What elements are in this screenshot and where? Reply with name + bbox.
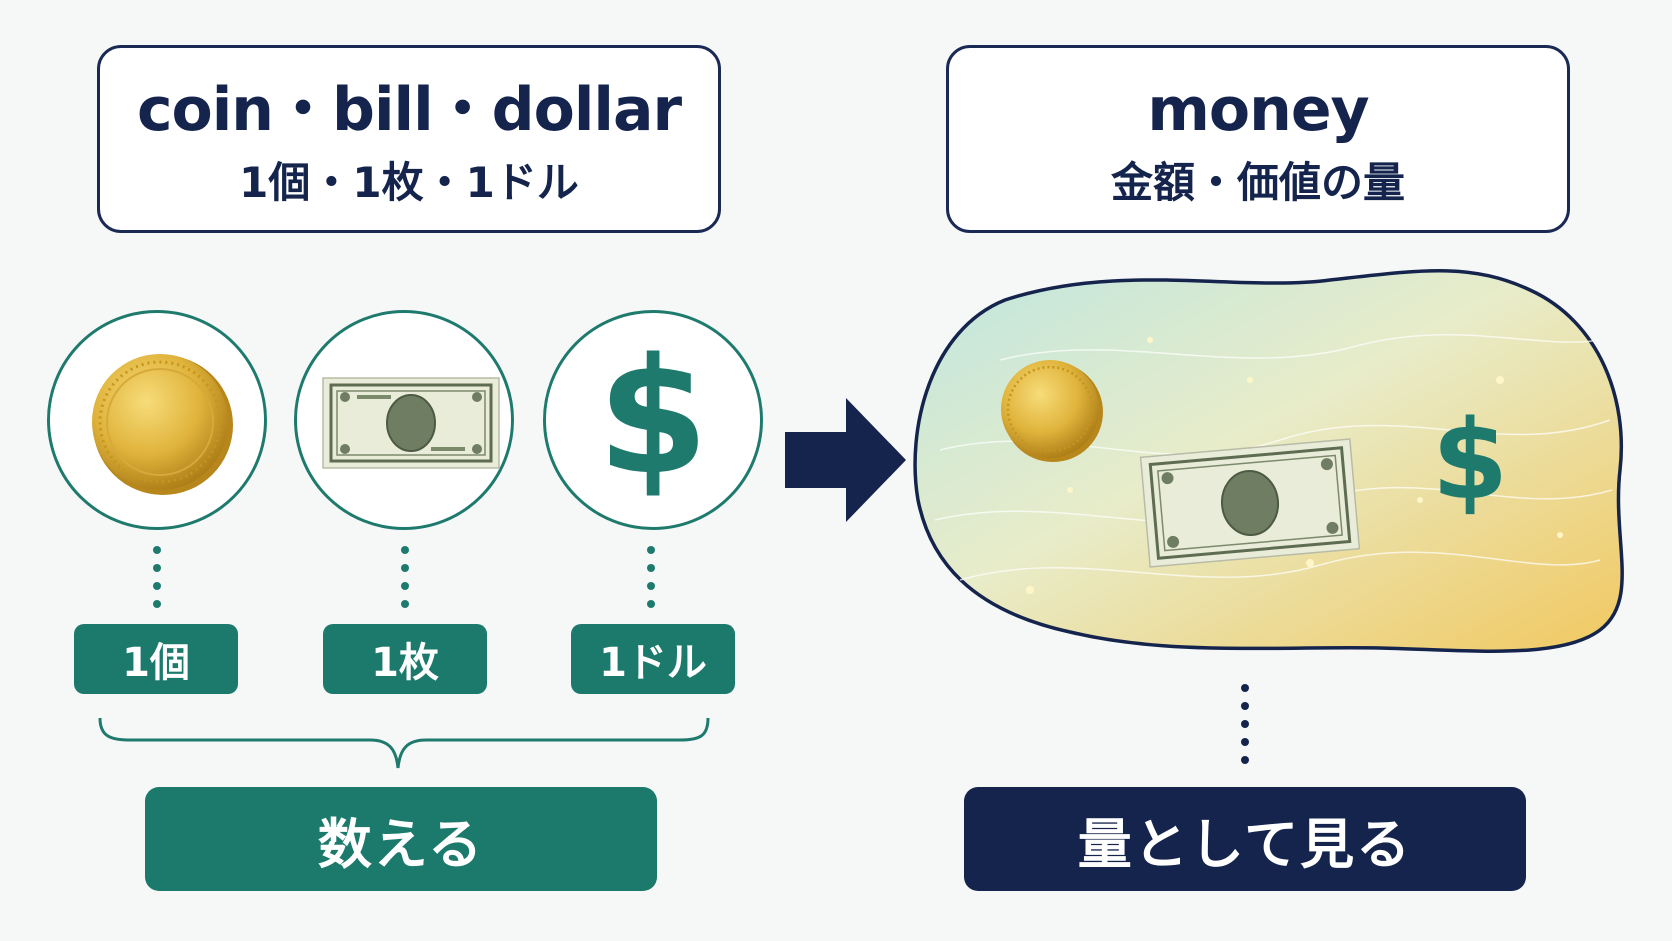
coin-icon	[92, 354, 233, 495]
chip-bill-count: 1枚	[323, 624, 487, 694]
left-title-box: coin・bill・dollar 1個・1枚・1ドル	[97, 45, 721, 233]
blob-coin-icon	[1001, 360, 1103, 462]
bill-icon	[322, 377, 500, 469]
blob-dotted-connector	[1241, 684, 1249, 764]
dollar-icon: $	[597, 323, 709, 510]
chip-dollar-count: 1ドル	[571, 624, 735, 694]
coin-circle	[47, 310, 267, 530]
count-label: 数える	[145, 787, 657, 891]
left-title-en: coin・bill・dollar	[136, 75, 682, 145]
blob-bill-icon	[1139, 438, 1361, 568]
left-title-jp: 1個・1枚・1ドル	[239, 158, 579, 207]
quantity-label: 量として見る	[964, 787, 1526, 891]
blob-dollar-icon: $	[1431, 396, 1509, 524]
dollar-circle: $	[543, 310, 763, 530]
arrow-right-icon	[785, 398, 906, 522]
right-title-jp: 金額・価値の量	[1110, 158, 1405, 207]
bill-circle	[294, 310, 514, 530]
right-title-en: money	[1147, 75, 1369, 145]
dotted-connectors	[153, 546, 655, 608]
brace-icon	[98, 717, 710, 769]
right-title-box: money 金額・価値の量	[946, 45, 1570, 233]
chip-coin-count: 1個	[74, 624, 238, 694]
